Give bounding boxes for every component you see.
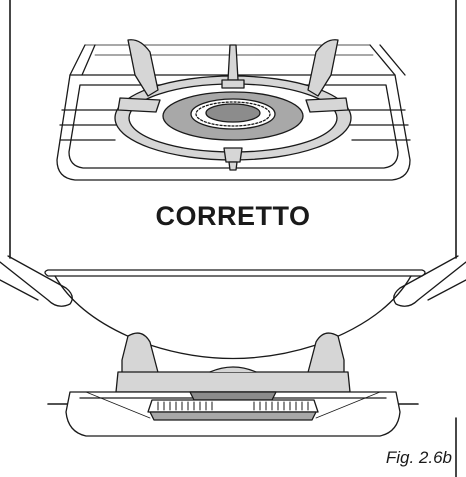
grate-finger-back	[227, 44, 239, 81]
hob-top-view	[56, 39, 411, 181]
burner-crown-side	[147, 399, 319, 413]
grate-finger-right	[307, 39, 339, 97]
burner-cap-side	[189, 391, 277, 401]
grate-bar	[115, 371, 351, 393]
frame-borders	[9, 0, 457, 477]
grate-finger-left	[127, 39, 159, 97]
wok-rim	[44, 269, 426, 277]
wok-bowl	[54, 275, 412, 360]
wok-side-view	[0, 255, 466, 437]
grate-finger-front	[223, 147, 243, 163]
hob-plate	[56, 74, 411, 181]
caption-correct: CORRETTO	[155, 201, 311, 231]
wok-handle-left	[0, 255, 73, 307]
wok-handle-right	[393, 255, 466, 307]
figure-label: Fig. 2.6b	[385, 448, 452, 467]
burner-cap	[205, 103, 261, 123]
burner-ports	[157, 401, 309, 411]
